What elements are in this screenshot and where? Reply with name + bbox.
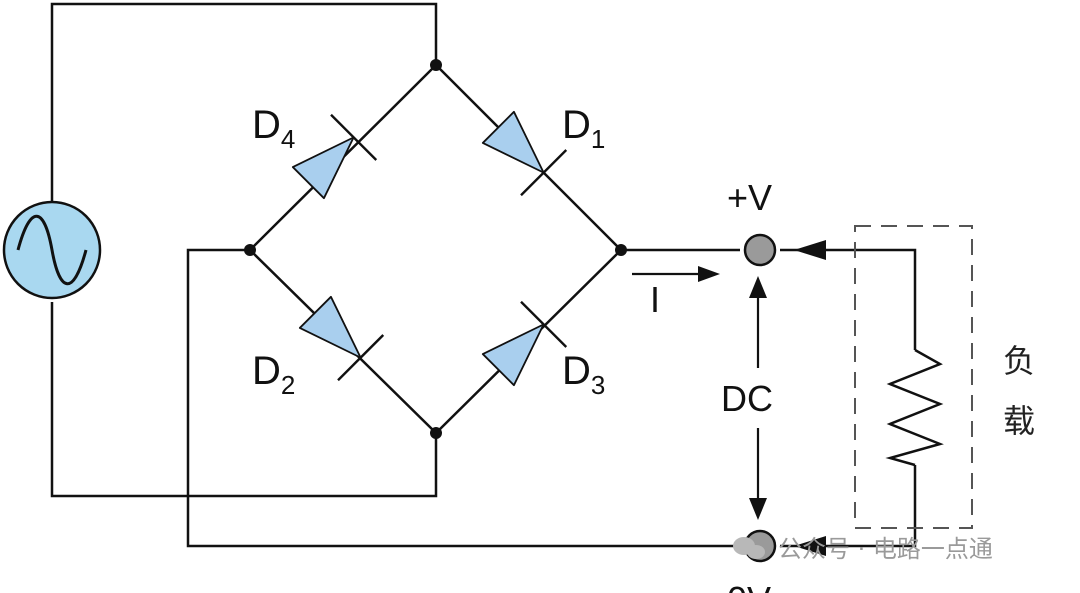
ac-source-icon — [2, 200, 102, 300]
wechat-icon — [733, 537, 765, 559]
current-arrow-icon — [632, 266, 720, 282]
label-load-2: 载 — [1003, 402, 1035, 440]
wire-load-bottom — [780, 465, 917, 548]
label-load-1: 负 — [1003, 342, 1035, 380]
wire-ac-bottom — [50, 302, 438, 498]
node-right — [615, 244, 627, 256]
label-d2: D2 — [252, 349, 295, 400]
wire-negative-return — [186, 248, 740, 548]
load-box — [854, 225, 973, 529]
resistor-icon — [885, 348, 944, 467]
positive-terminal — [743, 233, 777, 267]
diode-d4-icon — [291, 113, 378, 200]
label-plus-v: +V — [727, 177, 772, 218]
node-bottom — [430, 427, 442, 439]
dc-voltage-arrow-icon — [749, 276, 767, 520]
label-zero-v-partial: 0V — [727, 579, 771, 593]
label-dc: DC — [721, 378, 773, 419]
wire-ac-top — [50, 2, 438, 250]
node-top — [430, 59, 442, 71]
circuit-wires — [50, 2, 917, 548]
diode-d1-icon — [481, 110, 568, 197]
watermark: 公众号 · 电路一点通 — [733, 535, 993, 563]
load-arrow-top-icon — [794, 240, 826, 260]
label-current: I — [650, 279, 660, 320]
label-d4: D4 — [252, 103, 295, 154]
label-d1: D1 — [562, 103, 605, 154]
wire-load-top — [780, 248, 917, 350]
node-left — [244, 244, 256, 256]
watermark-text: 公众号 · 电路一点通 — [778, 535, 993, 563]
load-arrow-bottom-icon — [794, 536, 826, 556]
diode-d2-icon — [298, 295, 385, 382]
label-d3: D3 — [562, 349, 605, 400]
diode-d3-icon — [481, 300, 568, 387]
